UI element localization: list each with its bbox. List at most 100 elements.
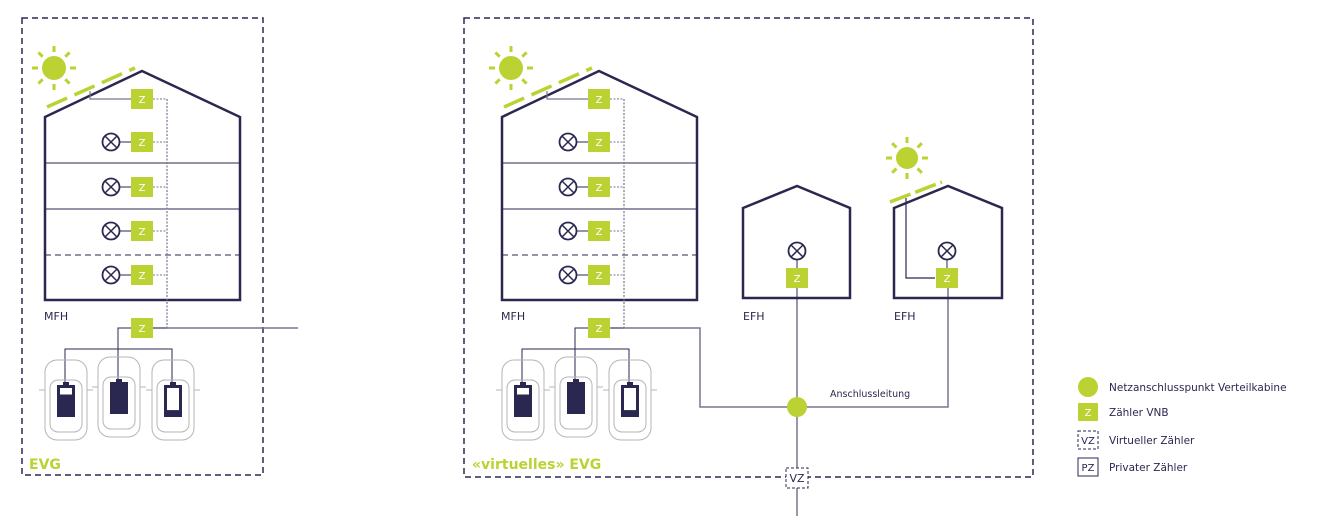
solar-wire xyxy=(546,91,589,100)
meter-label: Z xyxy=(139,95,146,106)
legend-label: Virtueller Zähler xyxy=(1109,435,1195,447)
meter-box xyxy=(786,268,808,288)
sun-disc xyxy=(896,147,918,169)
battery-charge xyxy=(570,385,582,411)
car-body xyxy=(97,356,141,438)
meter-label: Z xyxy=(139,227,146,238)
sun-ray xyxy=(64,51,71,58)
solar-panel xyxy=(46,66,136,109)
car-cabin xyxy=(559,376,593,430)
sun-ray xyxy=(37,51,44,58)
car-cabin xyxy=(49,379,83,433)
meter-label: Z xyxy=(794,274,801,285)
lamp-cross xyxy=(104,268,118,282)
lamp-cross xyxy=(104,180,118,194)
evg-title: EVG xyxy=(29,457,61,473)
car-cabin xyxy=(156,379,190,433)
mfh-right-label: MFH xyxy=(501,310,525,323)
lamp-cross xyxy=(561,135,575,149)
efh-1: Z EFH xyxy=(741,184,852,323)
meter-box xyxy=(588,221,610,241)
lamp-cross xyxy=(104,224,118,238)
solar-panel xyxy=(889,180,943,204)
sun-ray xyxy=(916,142,923,149)
meter-z: Z xyxy=(786,268,808,288)
sun-ray xyxy=(494,78,501,85)
sun-disc xyxy=(499,56,523,80)
efh-1-house xyxy=(741,184,852,300)
sun-ray xyxy=(37,78,44,85)
meter-box xyxy=(131,318,153,338)
efh-2: Z EFH xyxy=(886,137,1004,323)
legend-virtual-meter-symbol: VZ xyxy=(1081,436,1095,447)
sun-ray xyxy=(891,142,898,149)
efh-1-label: EFH xyxy=(743,310,765,323)
legend-private-meter-icon xyxy=(1077,457,1099,477)
car-body xyxy=(151,359,195,441)
meter-label: Z xyxy=(944,274,951,285)
battery-charge xyxy=(517,394,529,414)
solar-panel xyxy=(503,66,593,109)
lamp-icon xyxy=(937,241,957,261)
sun-ray xyxy=(891,167,898,174)
legend-label: Privater Zähler xyxy=(1109,462,1188,474)
mfh-left-label: MFH xyxy=(44,310,68,323)
grid-connection-node xyxy=(787,397,807,417)
solar-wire xyxy=(89,91,132,100)
legend-meter-symbol: Z xyxy=(1085,408,1092,419)
legend: Netzanschlusspunkt Verteilkabine Z Zähle… xyxy=(1077,377,1287,477)
meter-box xyxy=(131,265,153,285)
meter-label: Z xyxy=(139,183,146,194)
sun-ray xyxy=(494,51,501,58)
battery-empty xyxy=(624,388,636,414)
charging-wire xyxy=(521,348,630,389)
evg-boundary xyxy=(21,17,264,476)
legend-private-meter-symbol: PZ xyxy=(1082,463,1095,474)
efh-2-house xyxy=(892,184,1004,300)
meter-label: Z xyxy=(596,271,603,282)
meter-label: Z xyxy=(139,271,146,282)
battery-charge xyxy=(624,410,636,414)
sun-ray xyxy=(521,78,528,85)
meter-label: Z xyxy=(596,324,603,335)
mfh-connection-line xyxy=(611,288,949,408)
car-cabin xyxy=(506,379,540,433)
mfh-left: Z Z Z Z Z Z xyxy=(32,46,242,441)
meter-label: Z xyxy=(596,227,603,238)
legend-label: Zähler VNB xyxy=(1109,407,1169,419)
charging-wire xyxy=(574,327,588,389)
meter-box xyxy=(131,132,153,152)
sun-disc xyxy=(42,56,66,80)
virtual-meter-label: VZ xyxy=(789,472,805,485)
meter-box xyxy=(936,268,958,288)
solar-wire xyxy=(905,198,935,279)
lamp-cross xyxy=(790,244,804,258)
meter-box xyxy=(588,89,610,109)
battery-terminal xyxy=(627,382,633,386)
meter-box xyxy=(588,132,610,152)
meter-label: Z xyxy=(139,324,146,335)
meter-label: Z xyxy=(596,138,603,149)
sun-ray xyxy=(916,167,923,174)
battery-empty xyxy=(167,388,179,414)
meter-box xyxy=(588,318,610,338)
battery-charge xyxy=(60,394,72,414)
sun-ray xyxy=(64,78,71,85)
battery-terminal xyxy=(573,379,579,383)
meter-label: Z xyxy=(139,138,146,149)
meter-box xyxy=(131,177,153,197)
lamp-icon xyxy=(787,241,807,261)
lamp-cross xyxy=(561,224,575,238)
car-cabin xyxy=(102,376,136,430)
meter-z: Z xyxy=(936,268,958,288)
battery-terminal xyxy=(520,382,526,386)
car-cabin xyxy=(613,379,647,433)
car-body xyxy=(501,359,545,441)
lamp-cross xyxy=(561,268,575,282)
lamp-cross xyxy=(940,244,954,258)
virtual-evg-boundary xyxy=(463,17,1034,478)
connection-line-label: Anschlussleitung xyxy=(830,389,910,400)
meter-label: Z xyxy=(596,183,603,194)
